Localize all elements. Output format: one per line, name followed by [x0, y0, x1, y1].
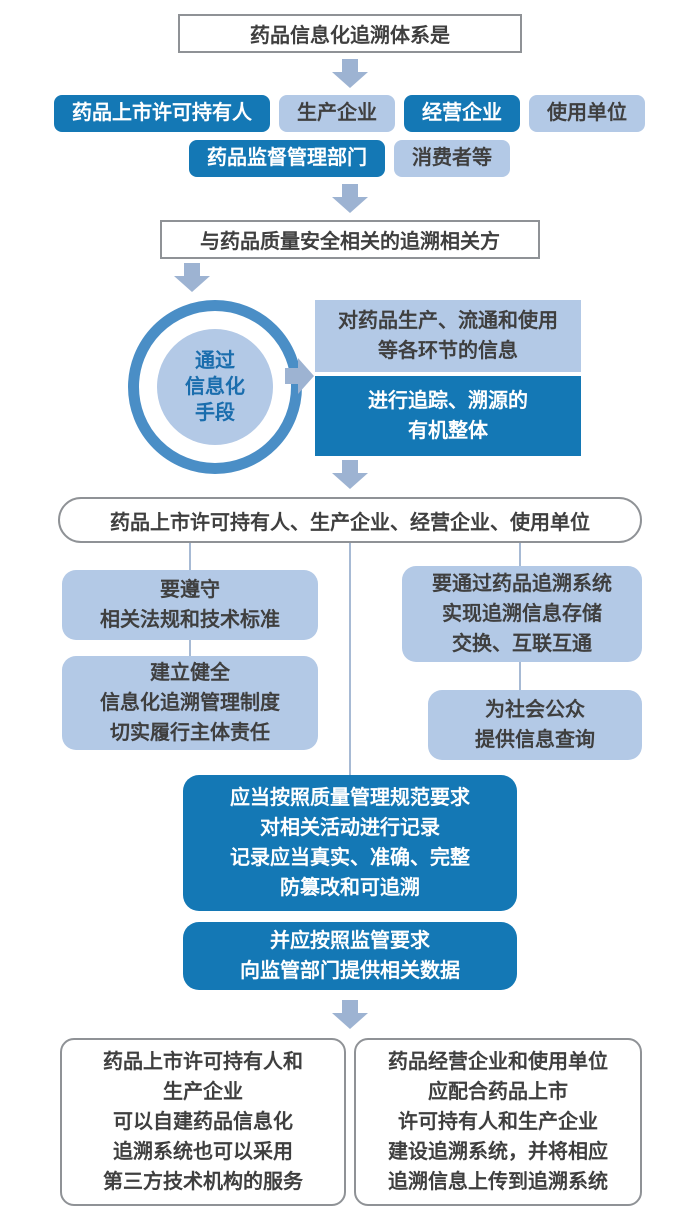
- down-arrow-icon: [332, 59, 368, 88]
- left-rule-box-1: 要遵守 相关法规和技术标准: [62, 570, 318, 640]
- arrow-head: [332, 72, 368, 88]
- right-rule-box-2: 为社会公众 提供信息查询: [428, 690, 642, 760]
- stakeholder-pill: 使用单位: [529, 95, 645, 132]
- arrow-head: [332, 197, 368, 213]
- bottom-right-box: 药品经营企业和使用单位 应配合药品上市 许可持有人和生产企业 建设追溯系统，并将…: [354, 1038, 642, 1206]
- stakeholder-pill: 药品上市许可持有人: [54, 95, 270, 132]
- stakeholder-pill: 消费者等: [394, 140, 510, 177]
- info-scope-box: 对药品生产、流通和使用 等各环节的信息: [315, 300, 581, 372]
- stakeholder-pill: 经营企业: [404, 95, 520, 132]
- arrow-head: [298, 358, 314, 394]
- down-arrow-icon: [332, 1000, 368, 1029]
- arrow-head: [174, 276, 210, 292]
- stakeholder-row-2: 药品监督管理部门 消费者等: [0, 140, 699, 177]
- arrow-stem: [342, 184, 358, 197]
- down-arrow-icon: [174, 263, 210, 292]
- stakeholder-pill: 药品监督管理部门: [189, 140, 385, 177]
- arrow-stem: [342, 460, 358, 473]
- arrow-stem: [184, 263, 200, 276]
- entities-box: 药品上市许可持有人、生产企业、经营企业、使用单位: [58, 497, 642, 543]
- connector-line: [189, 640, 191, 656]
- down-arrow-icon: [332, 460, 368, 489]
- connector-line: [519, 662, 521, 690]
- right-rule-box-1: 要通过药品追溯系统 实现追溯信息存储 交换、互联互通: [402, 566, 642, 662]
- arrow-stem: [342, 59, 358, 72]
- connector-line: [349, 543, 351, 775]
- arrow-head: [332, 473, 368, 489]
- arrow-stem: [342, 1000, 358, 1013]
- method-circle: 通过 信息化 手段: [128, 300, 302, 474]
- stakeholder-pill: 生产企业: [279, 95, 395, 132]
- record-requirement-box: 应当按照质量管理规范要求 对相关活动进行记录 记录应当真实、准确、完整 防篡改和…: [183, 775, 517, 911]
- title-box: 药品信息化追溯体系是: [178, 14, 522, 53]
- left-rule-box-2: 建立健全 信息化追溯管理制度 切实履行主体责任: [62, 656, 318, 750]
- stakeholder-row-1: 药品上市许可持有人 生产企业 经营企业 使用单位: [0, 95, 699, 132]
- bottom-left-box: 药品上市许可持有人和 生产企业 可以自建药品信息化 追溯系统也可以采用 第三方技…: [60, 1038, 346, 1206]
- connector-line: [189, 543, 191, 570]
- organic-whole-box: 进行追踪、溯源的 有机整体: [315, 376, 581, 456]
- arrow-stem: [285, 368, 298, 384]
- right-arrow-icon: [285, 358, 314, 394]
- arrow-head: [332, 1013, 368, 1029]
- down-arrow-icon: [332, 184, 368, 213]
- regulator-data-box: 并应按照监管要求 向监管部门提供相关数据: [183, 922, 517, 990]
- related-parties-box: 与药品质量安全相关的追溯相关方: [160, 220, 540, 259]
- method-circle-label: 通过 信息化 手段: [185, 350, 245, 424]
- connector-line: [519, 543, 521, 566]
- method-circle-inner: 通过 信息化 手段: [157, 329, 273, 445]
